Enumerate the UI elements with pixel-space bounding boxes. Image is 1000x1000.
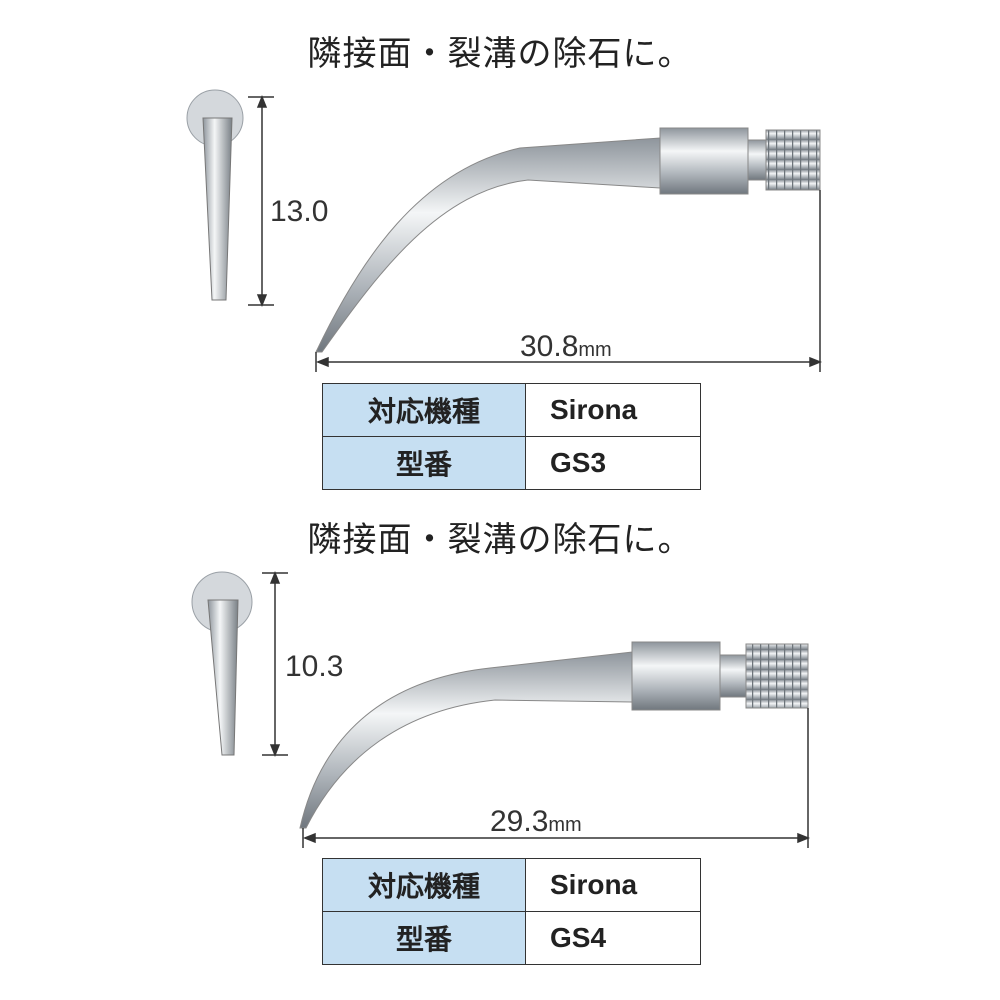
height-label-1: 13.0 — [270, 195, 329, 228]
side-view-tip-2 — [299, 641, 809, 829]
height-dimension-line-2 — [262, 570, 288, 758]
length-unit: mm — [548, 814, 582, 836]
product-title-1: 隣接面・裂溝の除石に。 — [307, 34, 693, 74]
length-value: 29.3 — [490, 805, 549, 838]
product-title-2: 隣接面・裂溝の除石に。 — [307, 520, 693, 560]
model-label: 対応機種 — [322, 383, 526, 437]
length-dimension-line-2 — [302, 708, 811, 848]
height-label-2: 10.3 — [285, 650, 344, 683]
model-label: 対応機種 — [322, 858, 526, 912]
model-value: Sirona — [525, 383, 701, 437]
front-view-tip-2 — [191, 571, 253, 756]
part-number-value: GS3 — [525, 436, 701, 490]
side-view-tip-1 — [315, 127, 821, 353]
part-number-label: 型番 — [322, 436, 526, 490]
length-label-2: 29.3mm — [490, 805, 582, 839]
front-view-tip-1 — [186, 89, 244, 301]
length-value: 30.8 — [520, 330, 579, 363]
part-number-label: 型番 — [322, 911, 526, 965]
height-dimension-line-1 — [248, 94, 274, 308]
length-unit: mm — [578, 339, 612, 361]
length-dimension-line-1 — [315, 190, 823, 372]
length-label-1: 30.8mm — [520, 330, 612, 364]
model-value: Sirona — [525, 858, 701, 912]
part-number-value: GS4 — [525, 911, 701, 965]
